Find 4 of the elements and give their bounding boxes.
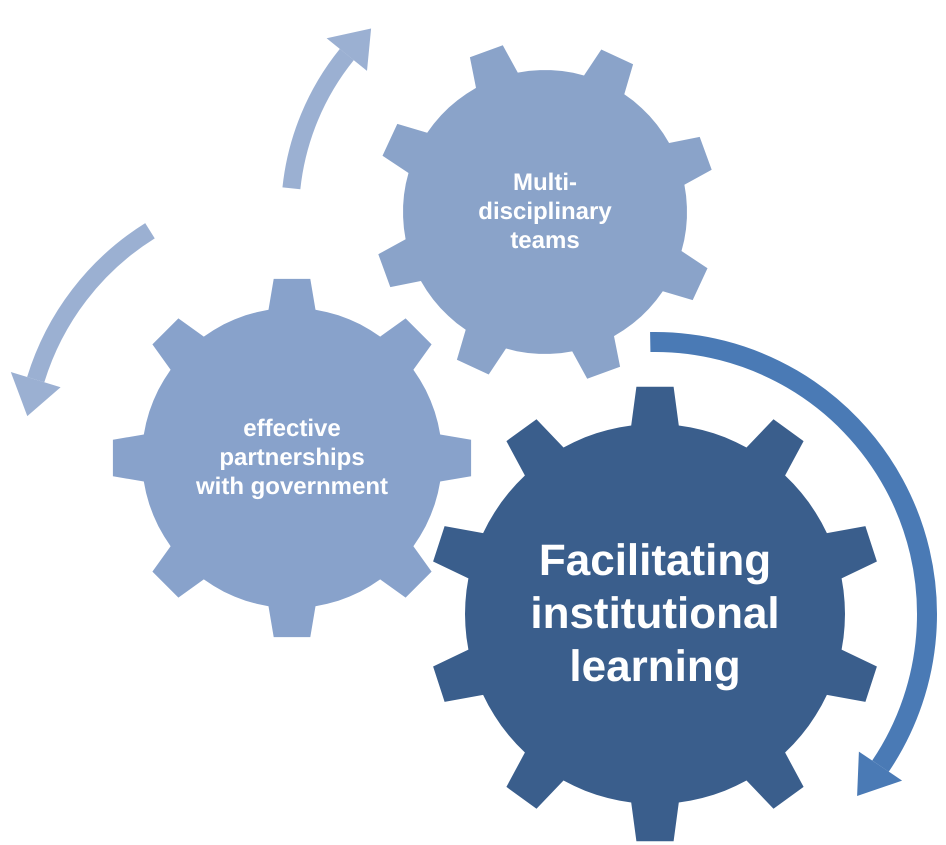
gear-label: effective partnerships with government	[194, 414, 389, 502]
gear-shape	[112, 278, 472, 638]
gear-label: Multi-disciplinary teams	[477, 168, 613, 256]
gear-label: Facilitating institutional learning	[529, 534, 781, 692]
